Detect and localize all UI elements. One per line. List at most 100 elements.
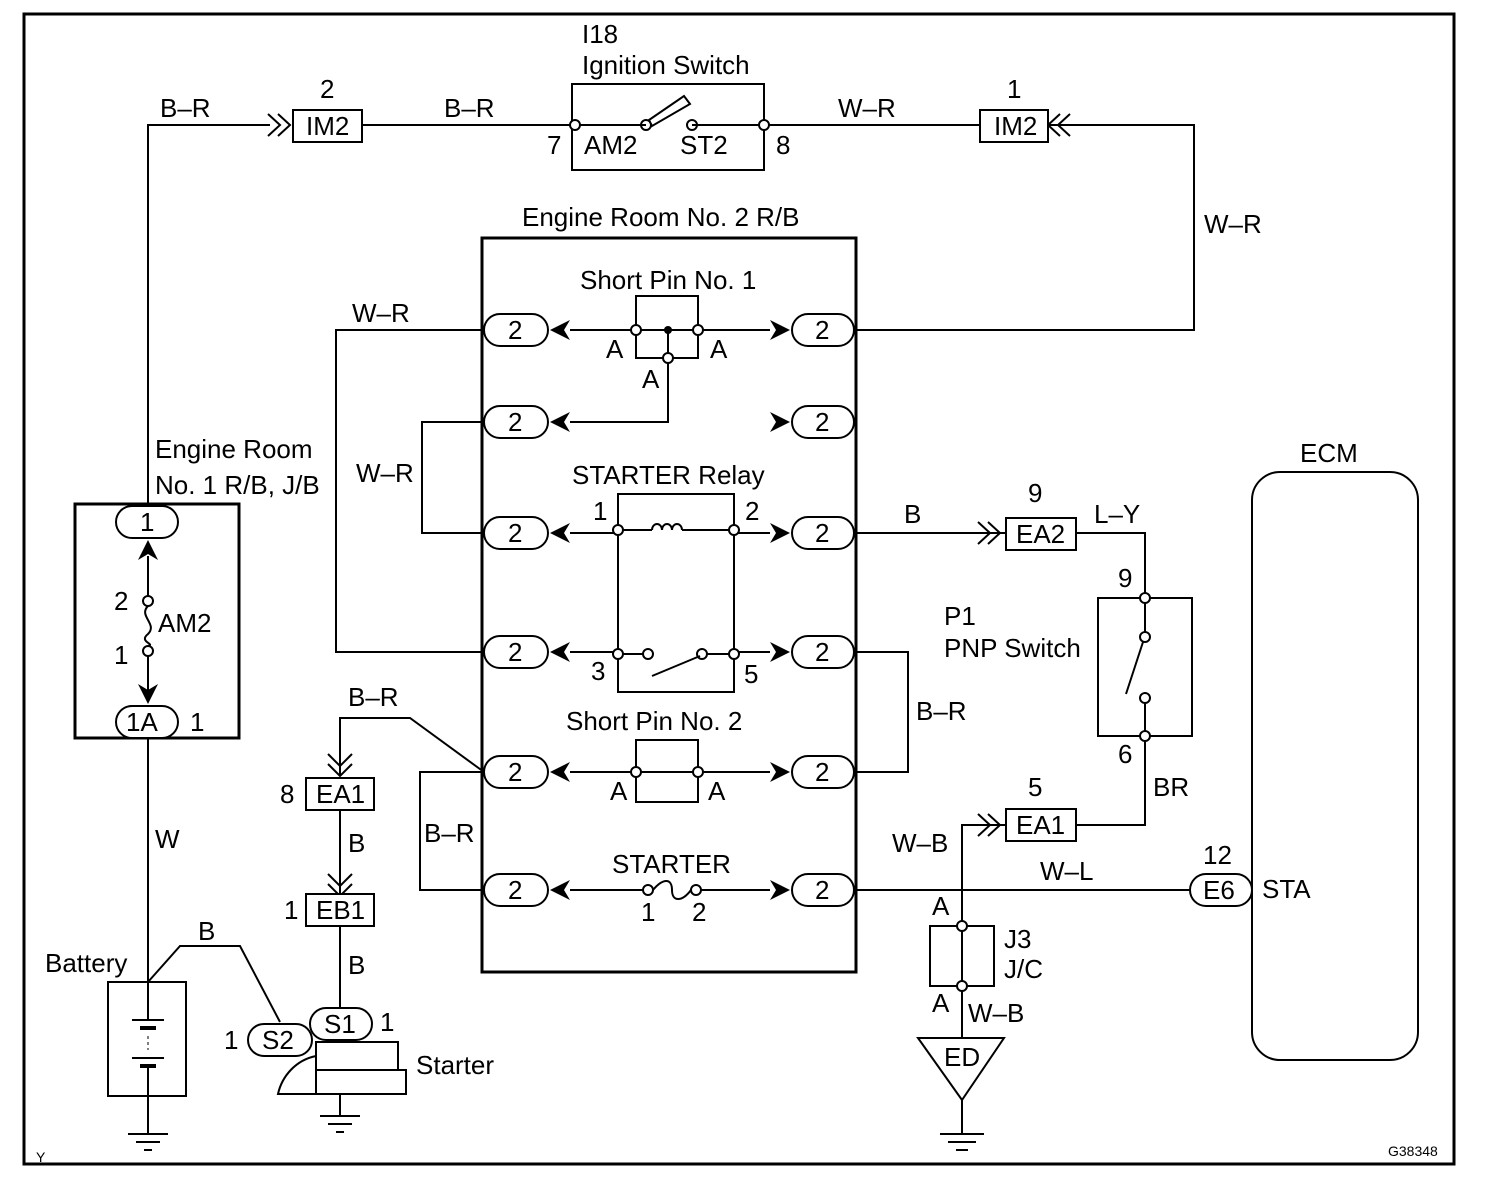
rb1-pin-bottom: 1A xyxy=(126,707,158,737)
relay-pin-2: 2 xyxy=(745,496,759,526)
svg-text:2: 2 xyxy=(508,875,522,905)
footer-left: Y xyxy=(36,1149,46,1165)
pnp-pin-6: 6 xyxy=(1118,739,1132,769)
svg-text:2: 2 xyxy=(508,518,522,548)
connector-im2-right: IM2 1 xyxy=(979,74,1049,143)
rb1-title-line1: Engine Room xyxy=(155,434,313,464)
relay-pin-1: 1 xyxy=(593,496,607,526)
wire-label-b-bat: B xyxy=(198,916,215,946)
ignition-term-st2: ST2 xyxy=(680,130,728,160)
ecm-terminal-sta: STA xyxy=(1262,874,1311,904)
svg-text:2: 2 xyxy=(815,315,829,345)
starter-relay: STARTER Relay 1 2 3 5 xyxy=(572,460,765,693)
rb2-title: Engine Room No. 2 R/B xyxy=(522,202,799,232)
wire-label-b-relay: B xyxy=(904,499,921,529)
svg-text:2: 2 xyxy=(508,757,522,787)
rb2-internal-wires xyxy=(570,329,770,891)
starter-s1-pin: 1 xyxy=(380,1007,394,1037)
wire-label-br-1: B–R xyxy=(160,93,211,123)
ignition-term-am2: AM2 xyxy=(584,130,637,160)
wire-label-br-2: B–R xyxy=(444,93,495,123)
jc-code: J3 xyxy=(1004,924,1031,954)
connector-im2-right-pin: 1 xyxy=(1007,74,1021,104)
wire-label-wr-left2: W–R xyxy=(356,458,414,488)
short-pin-2: Short Pin No. 2 A A xyxy=(566,706,742,806)
relay-pin-3: 3 xyxy=(591,656,605,686)
wire-label-wr-top: W–R xyxy=(838,93,896,123)
svg-text:ED: ED xyxy=(944,1042,980,1072)
svg-text:2: 2 xyxy=(815,757,829,787)
pnp-name: PNP Switch xyxy=(944,633,1081,663)
connector-e6: E6 12 xyxy=(1189,840,1253,907)
short-pin-2-a-right: A xyxy=(708,776,726,806)
connector-ea2: EA2 9 xyxy=(1005,478,1077,551)
wire-label-ly: L–Y xyxy=(1094,499,1140,529)
svg-text:EA2: EA2 xyxy=(1016,519,1065,549)
wire-label-wb-bot: W–B xyxy=(968,998,1024,1028)
starter-fuse: STARTER 1 2 xyxy=(612,849,731,927)
starter-s2-pin: 1 xyxy=(224,1025,238,1055)
connector-e6-pin: 12 xyxy=(1203,840,1232,870)
starter-fuse-pin-2: 2 xyxy=(692,897,706,927)
svg-text:2: 2 xyxy=(815,875,829,905)
pnp-switch: 9 6 P1 PNP Switch xyxy=(944,563,1193,769)
jc-a-top: A xyxy=(932,891,950,921)
rb1-title-line2: No. 1 R/B, J/B xyxy=(155,470,320,500)
wire-b-battery xyxy=(147,945,281,1023)
starter-feed-chain: EA1 8 B EB1 1 B xyxy=(280,753,375,1008)
connector-ea1-top: EA1 xyxy=(316,779,365,809)
wire-label-wr-left1: W–R xyxy=(352,298,410,328)
connector-ea1-right-pin: 5 xyxy=(1028,772,1042,802)
svg-text:2: 2 xyxy=(508,315,522,345)
wire-label-br-pnp: BR xyxy=(1153,772,1189,802)
pnp-pin-9: 9 xyxy=(1118,563,1132,593)
svg-text:EA1: EA1 xyxy=(1016,810,1065,840)
rb1-fuse-pin-2: 2 xyxy=(114,586,128,616)
connector-ea1-right: EA1 5 xyxy=(1005,772,1077,842)
ecm-label: ECM xyxy=(1300,438,1358,468)
connector-im2-left: IM2 2 xyxy=(292,74,363,143)
battery: Battery xyxy=(45,948,187,1151)
connector-ea1-top-pin: 8 xyxy=(280,779,294,809)
starter-label: Starter xyxy=(416,1050,494,1080)
short-pin-1: Short Pin No. 1 A A A xyxy=(580,265,756,394)
starter-motor: S2 1 S1 1 Starter xyxy=(224,1007,494,1133)
starter-s1: S1 xyxy=(324,1009,356,1039)
starter-fuse-pin-1: 1 xyxy=(641,897,655,927)
relay-pin-5: 5 xyxy=(744,659,758,689)
short-pin-1-a-right: A xyxy=(710,334,728,364)
ignition-pin-7: 7 xyxy=(547,130,561,160)
rb1-fuse-pin-1: 1 xyxy=(114,640,128,670)
jc-name: J/C xyxy=(1004,954,1043,984)
wire-label-br-mid: B–R xyxy=(916,696,967,726)
short-pin-1-a-left: A xyxy=(606,334,624,364)
svg-text:2: 2 xyxy=(815,637,829,667)
rb1-pin-top: 1 xyxy=(140,507,154,537)
top-wires xyxy=(147,113,1195,505)
svg-text:2: 2 xyxy=(508,637,522,667)
wire-label-wl: W–L xyxy=(1040,856,1093,886)
junction-connector-j3: A A J3 J/C xyxy=(929,891,1043,1018)
starter-s2: S2 xyxy=(262,1025,294,1055)
starter-relay-label: STARTER Relay xyxy=(572,460,765,490)
connector-ea2-pin: 9 xyxy=(1028,478,1042,508)
svg-text:IM2: IM2 xyxy=(306,111,349,141)
left-wires xyxy=(335,329,485,891)
jc-a-bottom: A xyxy=(932,988,950,1018)
ignition-switch-code: I18 xyxy=(582,19,618,49)
pnp-code: P1 xyxy=(944,601,976,631)
rb1: Engine Room No. 1 R/B, J/B 1 1A 1 AM2 2 … xyxy=(73,434,320,740)
rb2-pin-numbers: 2 2 2 2 2 2 2 2 2 2 2 2 xyxy=(508,315,829,905)
footer-code: G38348 xyxy=(1388,1143,1438,1159)
wire-label-br-lower: B–R xyxy=(424,818,475,848)
ecm: ECM STA xyxy=(1251,438,1419,1061)
svg-text:2: 2 xyxy=(508,407,522,437)
svg-text:2: 2 xyxy=(815,518,829,548)
wire-label-wb-top: W–B xyxy=(892,828,948,858)
wire-label-w: W xyxy=(155,824,180,854)
starter-fuse-label: STARTER xyxy=(612,849,731,879)
svg-text:IM2: IM2 xyxy=(994,111,1037,141)
ignition-pin-8: 8 xyxy=(776,130,790,160)
svg-text:2: 2 xyxy=(815,407,829,437)
